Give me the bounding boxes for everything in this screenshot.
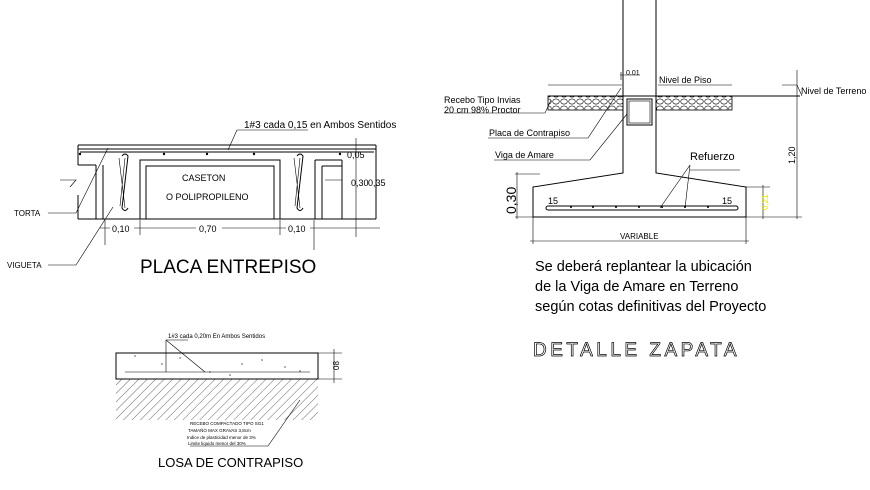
rebar-dots <box>78 152 342 156</box>
dim-center: 0,70 <box>199 224 217 234</box>
zapata-detail: 0.01 Nivel de Piso Nivel de Terreno Rece… <box>444 0 866 361</box>
losa-dim-thickness: 08 <box>332 361 341 370</box>
dim-width: VARIABLE <box>620 232 659 241</box>
losa-rebar-note: 1#3 cada 0,20m En Ambos Sentidos <box>168 334 265 340</box>
placa-entrepiso-title: PLACA ENTREPISO <box>140 257 316 278</box>
losa-note-4: Limite liquido menor del 30% <box>188 441 246 446</box>
placa-entrepiso-detail: CASETON O POLIPROPILENO 1#3 cada 0,15 en… <box>7 120 396 278</box>
losa-note-1: RECEBO COMPACTADO TIPO SG1 <box>190 421 264 426</box>
stirrup-left <box>118 153 129 211</box>
losa-contrapiso-title: LOSA DE CONTRAPISO <box>158 455 303 470</box>
dim-inner-highlight: 0,21 <box>761 194 770 210</box>
dim-top: 0,05 <box>347 150 365 160</box>
viga-amare-label: Viga de Amare <box>495 150 554 160</box>
zapata-note-1: Se deberá replantear la ubicación <box>535 259 752 275</box>
detalle-zapata-title: DETALLE ZAPATA <box>533 340 740 361</box>
dim-footing: 0,30 <box>503 187 519 214</box>
recebo-label-2: 20 cm 98% Proctor <box>444 105 521 115</box>
caseton-label: CASETON <box>182 173 225 183</box>
zapata-note-3: según cotas definitivas del Proyecto <box>535 299 766 315</box>
stirrup-right <box>293 153 304 211</box>
nivel-terreno-label: Nivel de Terreno <box>801 86 866 96</box>
rebar-note: 1#3 cada 0,15 en Ambos Sentidos <box>244 120 396 131</box>
aggregate-marks <box>134 355 301 376</box>
vertical-dimensions: 0,05 0,30 0,35 <box>347 138 386 237</box>
dim-left: 0,10 <box>112 224 130 234</box>
hook-right-label: 15 <box>722 196 732 206</box>
horizontal-dimensions: 0,10 0,70 0,10 <box>100 220 380 250</box>
dim-right: 0,10 <box>288 224 306 234</box>
refuerzo-label: Refuerzo <box>690 151 735 163</box>
torta-label: TORTA <box>14 209 41 218</box>
nivel-piso-label: Nivel de Piso <box>659 75 712 85</box>
losa-contrapiso-detail: 1#3 cada 0,20m En Ambos Sentidos 08 RECE… <box>115 334 342 470</box>
gravel-layer <box>547 95 733 111</box>
recebo-label-1: Recebo Tipo Invias <box>444 95 521 105</box>
hook-left-label: 15 <box>548 196 558 206</box>
losa-note-3: Indice de plasticidad menor de 3% <box>187 435 256 440</box>
slab-section <box>77 144 377 220</box>
dim-inner: 0,30 <box>351 178 369 188</box>
losa-note-2: TAMAÑO MAX GRAVAS 3,8cm <box>188 427 251 433</box>
footing-rebar <box>545 205 739 211</box>
vigueta-label: VIGUETA <box>7 261 42 270</box>
placa-contrapiso-label: Placa de Contrapiso <box>489 128 570 138</box>
dim-gap: 0.01 <box>626 70 640 77</box>
dim-depth: 1,20 <box>787 146 797 164</box>
dim-total: 0,35 <box>368 178 386 188</box>
zapata-note-2: de la Viga de Amare en Terreno <box>535 279 738 295</box>
caseton-material-label: O POLIPROPILENO <box>166 192 249 202</box>
